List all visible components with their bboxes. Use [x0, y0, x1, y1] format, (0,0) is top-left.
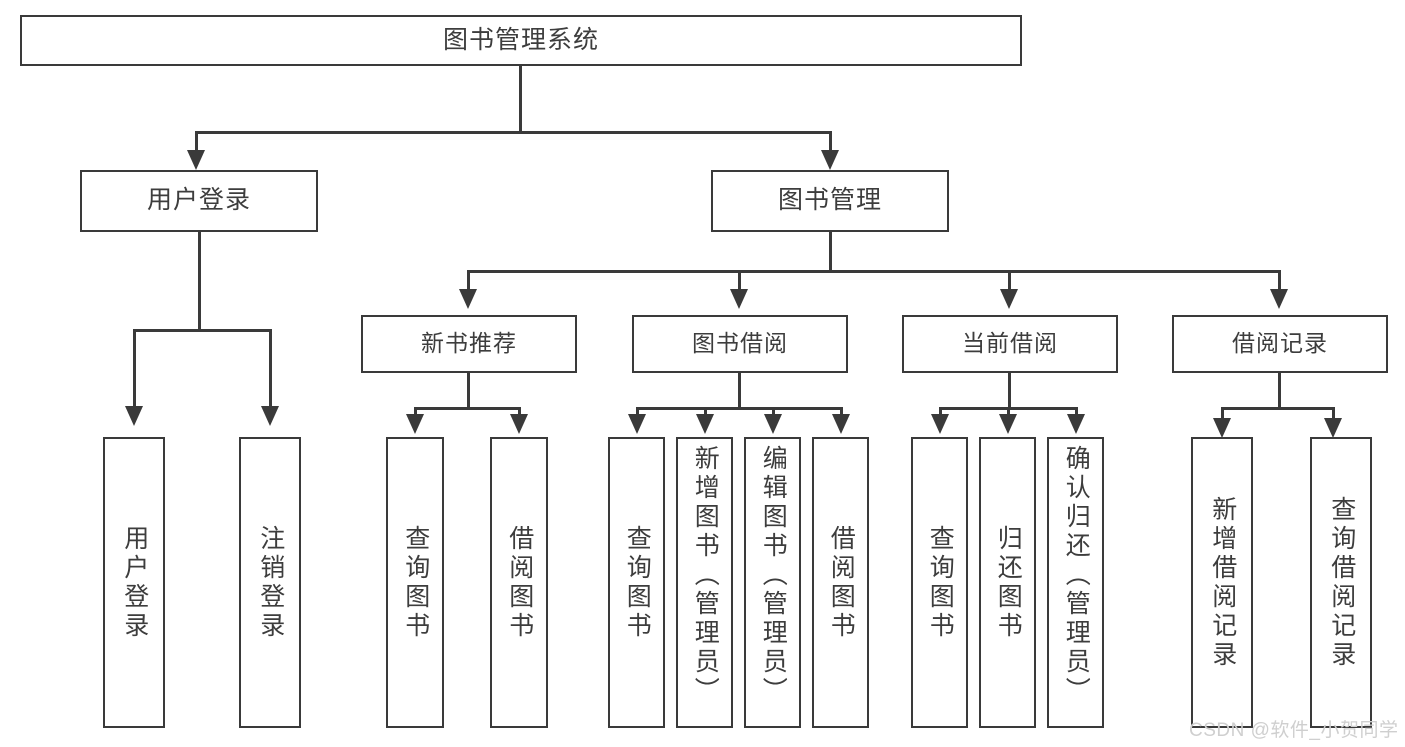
arrow-to-borrow-record	[1270, 289, 1288, 309]
node-book-borrow[interactable]: 图书借阅	[632, 315, 848, 373]
connector-user-login-stem	[198, 232, 201, 331]
connector-bb-drop-3	[772, 407, 775, 417]
node-book-management[interactable]: 图书管理	[711, 170, 949, 232]
connector-cb-stem	[1008, 373, 1011, 409]
arrow-to-leaf-bb-borrow-book	[832, 414, 850, 434]
connector-nbr-stem	[467, 373, 470, 409]
arrow-to-leaf-br-query-record	[1324, 418, 1342, 438]
connector-bb-drop-1	[636, 407, 639, 417]
leaf-logout[interactable]: 注销登录	[239, 437, 301, 728]
connector-br-drop-1	[1221, 407, 1224, 421]
node-root-book-management-system[interactable]: 图书管理系统	[20, 15, 1022, 66]
arrow-to-current-borrow	[1000, 289, 1018, 309]
connector-user-login-drop-1	[133, 329, 136, 409]
node-user-login[interactable]: 用户登录	[80, 170, 318, 232]
connector-nbr-bus	[415, 407, 521, 410]
connector-bb-drop-2	[704, 407, 707, 417]
arrow-to-leaf-bb-query-book	[628, 414, 646, 434]
node-borrow-record[interactable]: 借阅记录	[1172, 315, 1388, 373]
arrow-to-leaf-nbr-query-book	[406, 414, 424, 434]
connector-br-bus	[1222, 407, 1335, 410]
leaf-bb-edit-book[interactable]: 编辑图书（管理员）	[744, 437, 801, 728]
connector-bb-drop-4	[840, 407, 843, 417]
node-new-book-recommend[interactable]: 新书推荐	[361, 315, 577, 373]
arrow-to-book-management	[821, 150, 839, 170]
leaf-nbr-borrow-book[interactable]: 借阅图书	[490, 437, 548, 728]
connector-book-management-bus	[468, 270, 1281, 273]
leaf-br-query-record[interactable]: 查询借阅记录	[1310, 437, 1372, 728]
connector-br-stem	[1278, 373, 1281, 409]
connector-bb-stem	[738, 373, 741, 409]
connector-bm-drop-1	[467, 270, 470, 292]
arrow-to-new-book-recommend	[459, 289, 477, 309]
leaf-cb-confirm-return[interactable]: 确认归还（管理员）	[1047, 437, 1104, 728]
arrow-to-leaf-cb-query-book	[931, 414, 949, 434]
connector-cb-drop-1	[939, 407, 942, 417]
arrow-to-leaf-br-add-record	[1213, 418, 1231, 438]
connector-root-drop-left	[195, 131, 198, 153]
node-current-borrow[interactable]: 当前借阅	[902, 315, 1118, 373]
arrow-to-leaf-cb-confirm-return	[1067, 414, 1085, 434]
connector-root-stem	[519, 66, 522, 133]
leaf-bb-add-book[interactable]: 新增图书（管理员）	[676, 437, 733, 728]
connector-bm-drop-2	[738, 270, 741, 292]
leaf-bb-query-book[interactable]: 查询图书	[608, 437, 665, 728]
connector-book-management-stem	[829, 232, 832, 272]
arrow-to-user-login	[187, 150, 205, 170]
connector-cb-drop-2	[1007, 407, 1010, 417]
connector-nbr-drop-2	[518, 407, 521, 417]
connector-bm-drop-4	[1278, 270, 1281, 292]
leaf-nbr-query-book[interactable]: 查询图书	[386, 437, 444, 728]
connector-user-login-bus	[134, 329, 272, 332]
csdn-watermark: CSDN @软件_小贺同学	[1189, 720, 1399, 741]
connector-root-bus	[196, 131, 832, 134]
arrow-to-leaf-user-login	[125, 406, 143, 426]
connector-nbr-drop-1	[414, 407, 417, 417]
arrow-to-leaf-logout	[261, 406, 279, 426]
arrow-to-leaf-cb-return-book	[999, 414, 1017, 434]
connector-br-drop-2	[1332, 407, 1335, 421]
connector-cb-drop-3	[1075, 407, 1078, 417]
leaf-cb-query-book[interactable]: 查询图书	[911, 437, 968, 728]
arrow-to-leaf-bb-edit-book	[764, 414, 782, 434]
connector-bm-drop-3	[1008, 270, 1011, 292]
arrow-to-leaf-nbr-borrow-book	[510, 414, 528, 434]
connector-user-login-drop-2	[269, 329, 272, 409]
leaf-cb-return-book[interactable]: 归还图书	[979, 437, 1036, 728]
connector-bb-bus	[637, 407, 841, 410]
leaf-br-add-record[interactable]: 新增借阅记录	[1191, 437, 1253, 728]
arrow-to-leaf-bb-add-book	[696, 414, 714, 434]
leaf-user-login[interactable]: 用户登录	[103, 437, 165, 728]
connector-root-drop-right	[829, 131, 832, 153]
leaf-bb-borrow-book[interactable]: 借阅图书	[812, 437, 869, 728]
arrow-to-book-borrow	[730, 289, 748, 309]
